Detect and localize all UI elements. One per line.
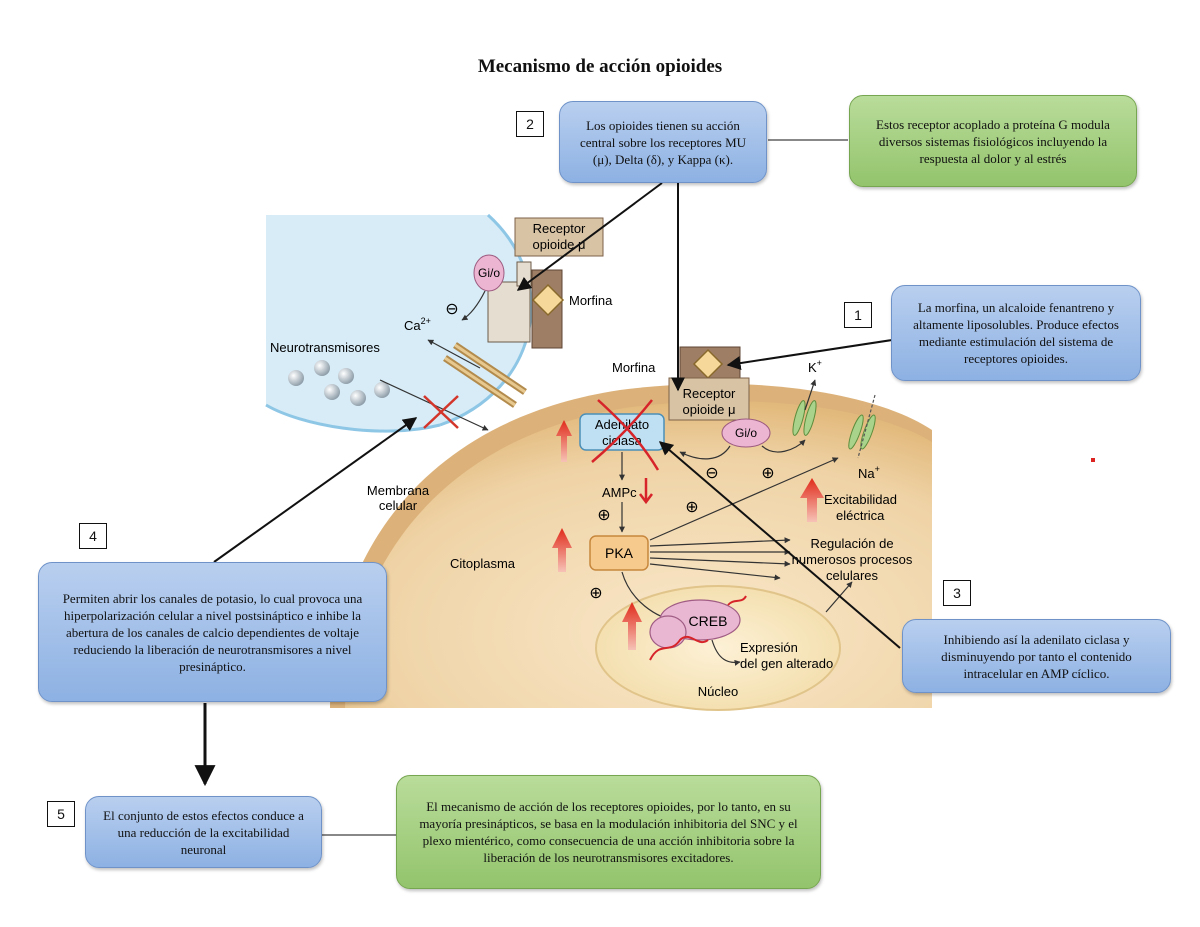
citoplasma-label: Citoplasma xyxy=(450,556,516,571)
nucleo-label: Núcleo xyxy=(698,684,738,699)
step-number-5: 5 xyxy=(47,801,75,827)
creb-label: CREB xyxy=(689,613,728,629)
expresion-label-1: Expresión xyxy=(740,640,798,655)
step-number-2: 2 xyxy=(516,111,544,137)
step-number-4: 4 xyxy=(79,523,107,549)
step-number-1: 1 xyxy=(844,302,872,328)
arrow-3-to-adenilato xyxy=(658,441,901,649)
stray-red-dot xyxy=(1091,458,1095,462)
annotation-box-5: El conjunto de estos efectos conduce a u… xyxy=(85,796,322,868)
receptor-2-label-2: opioide μ xyxy=(682,402,735,417)
membrana-label-2: celular xyxy=(379,498,418,513)
up-arrow-icon-2 xyxy=(552,528,572,572)
gio-top-label: Gi/o xyxy=(478,266,500,280)
creb: CREB Expresión del gen alterado Núcleo xyxy=(649,581,853,699)
up-arrow-icon xyxy=(556,420,572,462)
nucleus xyxy=(595,585,841,711)
morfina-2-label: Morfina xyxy=(612,360,656,375)
up-arrow-icon-3 xyxy=(622,602,642,650)
excitabilidad-label-1: Excitabilidad xyxy=(824,492,897,507)
ion-channels: K+ Na+ xyxy=(792,358,880,481)
annotation-box-1: La morfina, un alcaloide fenantreno y al… xyxy=(891,285,1141,381)
arrow-2-to-presynaptic xyxy=(516,182,663,291)
plus-icon-4: ⊕ xyxy=(589,585,602,602)
regulacion-label-1: Regulación de xyxy=(810,536,893,551)
arrow-4-to-channel xyxy=(213,417,418,563)
receptor-top-label-2: opioide μ xyxy=(532,237,585,252)
na-label: Na+ xyxy=(858,464,880,481)
receptor-2-label-1: Receptor xyxy=(683,386,736,401)
regulacion-label-2: numerosos procesos xyxy=(792,552,913,567)
annotation-box-green-top: Estos receptor acoplado a proteína G mod… xyxy=(849,95,1137,187)
annotation-box-4: Permiten abrir los canales de potasio, l… xyxy=(38,562,387,702)
expresion-label-2: del gen alterado xyxy=(740,656,833,671)
minus-icon: ⊖ xyxy=(445,301,458,318)
plus-icon-2: ⊕ xyxy=(597,507,610,524)
annotation-box-2: Los opioides tienen su acción central so… xyxy=(559,101,767,183)
excitabilidad-label-2: eléctrica xyxy=(836,508,885,523)
figure-labels: Membrana celular Citoplasma Excitabilida… xyxy=(367,483,913,583)
gio-2-label: Gi/o xyxy=(735,426,757,440)
annotation-box-3: Inhibiendo así la adenilato ciclasa y di… xyxy=(902,619,1171,693)
plus-icon-1: ⊕ xyxy=(761,465,774,482)
annotation-arrows xyxy=(194,139,901,836)
pka-label: PKA xyxy=(605,545,634,561)
regulacion-label-3: celulares xyxy=(826,568,879,583)
step-number-3: 3 xyxy=(943,580,971,606)
annotation-box-green-bottom: El mecanismo de acción de los receptores… xyxy=(396,775,821,889)
minus-icon-2: ⊖ xyxy=(705,465,718,482)
membrana-label-1: Membrana xyxy=(367,483,430,498)
adenylate-cyclase: Adenilato ciclasa AMPc ⊕ xyxy=(579,399,665,533)
receptor-top-label-1: Receptor xyxy=(533,221,586,236)
ca-label: Ca2+ xyxy=(404,316,431,333)
vesicles xyxy=(288,360,390,406)
page-title: Mecanismo de acción opioides xyxy=(477,56,723,77)
k-label: K+ xyxy=(808,358,822,375)
morfina-top-label: Morfina xyxy=(569,293,613,308)
ampc-label: AMPc xyxy=(602,485,637,500)
arrow-1-to-morfina xyxy=(726,339,893,371)
presynaptic-receptor: Receptor opioide μ Morfina Gi/o ⊖ xyxy=(445,217,613,349)
calcium-channel: Ca2+ Neurotransmisores xyxy=(270,316,527,431)
up-arrow-icon-4 xyxy=(800,478,824,522)
increase-arrows xyxy=(552,420,824,650)
neurotransmisores-label: Neurotransmisores xyxy=(270,340,380,355)
plus-icon-3: ⊕ xyxy=(685,499,698,516)
